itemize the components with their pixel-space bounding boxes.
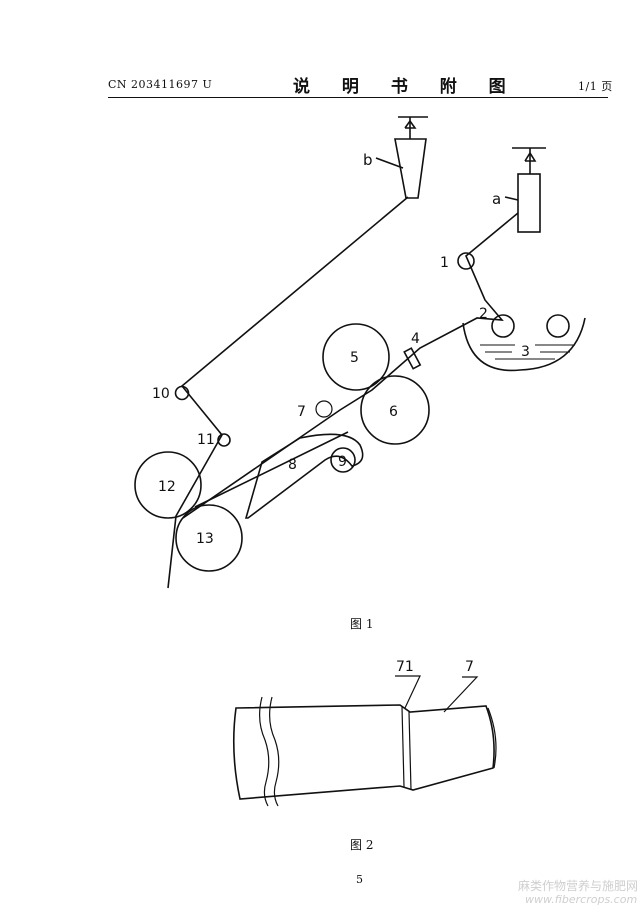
feeder-b	[375, 116, 428, 199]
guide-roller-2	[491, 314, 515, 338]
roller-12	[134, 451, 202, 519]
roller-9	[330, 447, 356, 473]
label-7-fig2: 7	[465, 659, 474, 675]
liquid-tank	[462, 317, 586, 372]
roller-7	[315, 400, 333, 418]
label-2: 2	[479, 306, 488, 322]
roller-outline	[232, 704, 495, 800]
frame-8	[244, 433, 364, 519]
feeder-a	[504, 147, 546, 233]
page-number: 5	[356, 873, 363, 886]
label-12: 12	[158, 479, 176, 495]
guide-roller-1	[457, 252, 475, 270]
roller-13	[175, 504, 243, 572]
figure-1-caption: 图 1	[350, 617, 374, 631]
label-11: 11	[197, 432, 215, 448]
label-9: 9	[338, 454, 347, 470]
patent-number: CN 203411697 U	[108, 78, 213, 91]
label-a: a	[492, 190, 501, 208]
label-3: 3	[521, 344, 530, 360]
label-13: 13	[196, 531, 214, 547]
label-8: 8	[288, 457, 297, 473]
label-5: 5	[350, 350, 359, 366]
thread-from-b	[167, 196, 409, 589]
figure-2-caption: 图 2	[350, 838, 374, 852]
guide-roller-10	[174, 385, 190, 401]
thread-from-a	[182, 212, 519, 519]
label-4: 4	[411, 331, 420, 347]
guide-roller-11	[217, 433, 231, 447]
guide-roller-tank	[546, 314, 570, 338]
figure-1-drawing	[134, 116, 586, 589]
label-10: 10	[152, 386, 170, 402]
label-1: 1	[440, 255, 449, 271]
watermark-url: www.fibercrops.com	[525, 893, 638, 906]
label-b: b	[363, 151, 373, 169]
roller-6	[360, 375, 430, 445]
element-4	[403, 347, 422, 370]
figure-2-drawing	[232, 675, 497, 807]
page-count: 1/1 页	[578, 80, 613, 93]
label-7: 7	[297, 404, 306, 420]
page-title: 说 明 书 附 图	[293, 77, 519, 97]
roller-5	[322, 323, 390, 391]
header-rule	[108, 97, 608, 98]
watermark-text: 麻类作物营养与施肥网	[518, 879, 639, 893]
label-71: 71	[396, 659, 414, 675]
label-6: 6	[389, 404, 398, 420]
